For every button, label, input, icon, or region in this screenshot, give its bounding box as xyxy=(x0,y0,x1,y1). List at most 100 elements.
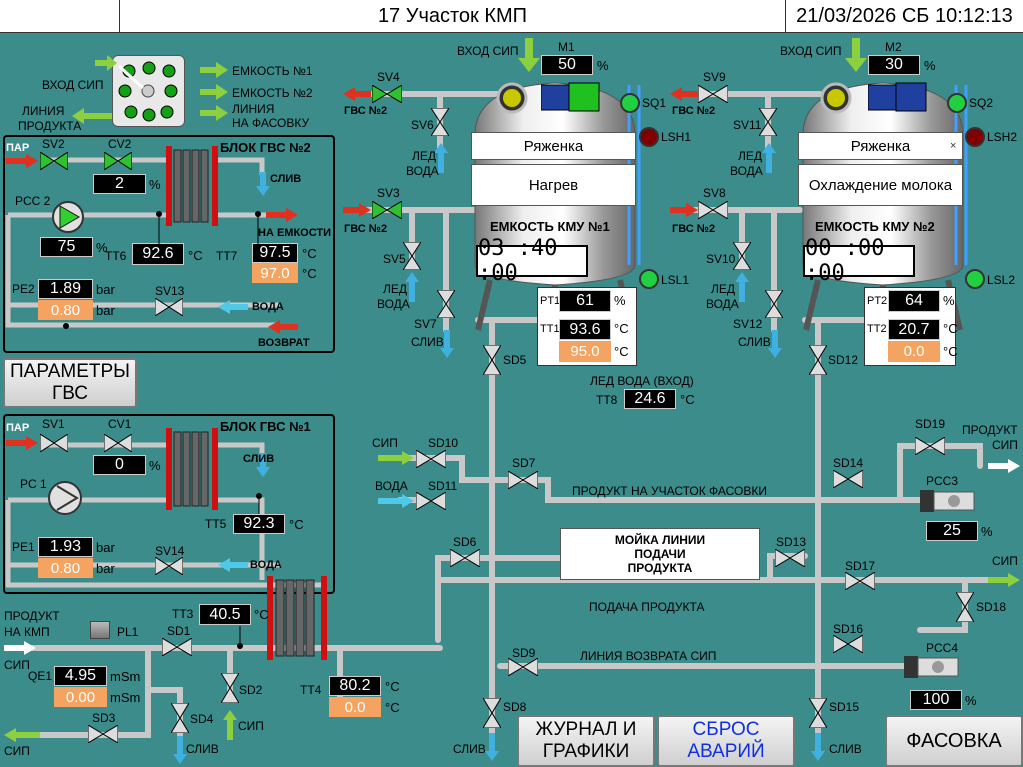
tank1-lsl-indicator xyxy=(639,269,659,289)
sd15-sliv-label: СЛИВ xyxy=(829,742,862,756)
qe1-value: 4.95 xyxy=(54,666,107,686)
tank1-gvs-mid-label: ГВС №2 xyxy=(344,223,388,235)
gvs1-pump-icon[interactable] xyxy=(47,480,83,516)
tank2-gvs-top-arrow-icon xyxy=(670,87,698,101)
sd1-valve-icon[interactable] xyxy=(162,638,192,656)
gvs1-cv-label: CV1 xyxy=(108,417,132,431)
tt4-set[interactable]: 0.0 xyxy=(329,697,381,717)
sd13-valve-icon[interactable] xyxy=(775,549,805,567)
journal-button[interactable]: ЖУРНАЛ И ГРАФИКИ xyxy=(517,715,655,767)
tank1-led2-label: ЛЕД xyxy=(383,282,408,296)
tank2-sv12-valve-icon[interactable] xyxy=(765,290,783,318)
gvs2-sv2-valve-icon[interactable] xyxy=(40,152,68,170)
gvs2-pump-value: 75 xyxy=(40,237,93,257)
sd6-valve-icon[interactable] xyxy=(450,549,480,567)
tank1-sv6-valve-icon[interactable] xyxy=(431,108,449,136)
tank2-product[interactable]: Ряженка xyxy=(798,132,963,160)
tank2-sv10-valve-icon[interactable] xyxy=(733,242,751,270)
gvs2-to-tanks-arrow-icon xyxy=(266,208,298,222)
tank2-sv11-valve-icon[interactable] xyxy=(759,108,777,136)
sd7-valve-icon[interactable] xyxy=(508,471,538,489)
route-selector[interactable] xyxy=(112,55,185,127)
sd4-valve-icon[interactable] xyxy=(171,703,189,733)
sd15-valve-icon[interactable] xyxy=(809,698,827,728)
right-product-label-b: СИП xyxy=(992,438,1018,452)
gvs2-sv13-valve-icon[interactable] xyxy=(155,298,183,316)
fasovka-button[interactable]: ФАСОВКА xyxy=(885,715,1023,767)
selector-input-label: ВХОД СИП xyxy=(42,78,104,92)
tank1-lsl-label: LSL1 xyxy=(661,273,690,287)
tank1-tt-value: 93.6 xyxy=(559,319,611,340)
tank1-pt-value: 61 xyxy=(559,290,611,312)
tank1-inlet-label: ВХОД СИП xyxy=(457,44,519,58)
gvs1-cv1-valve-icon[interactable] xyxy=(104,434,132,452)
gvs2-drain-arrow-icon xyxy=(256,172,270,196)
tank1-sd5-valve-icon[interactable] xyxy=(483,345,501,375)
sd11-valve-icon[interactable] xyxy=(416,492,446,510)
gvs2-pe-probe xyxy=(63,323,69,329)
close-icon[interactable]: × xyxy=(950,140,957,152)
line-product-feed: ПОДАЧА ПРОДУКТА xyxy=(589,600,705,614)
tank2-sv9-valve-icon[interactable] xyxy=(698,85,728,103)
sd16-label: SD16 xyxy=(833,622,864,636)
tank1-pt-unit: % xyxy=(614,293,626,308)
tank2-sv8-valve-icon[interactable] xyxy=(698,201,728,219)
wash-line-box[interactable]: МОЙКА ЛИНИИ ПОДАЧИ ПРОДУКТА xyxy=(560,528,760,580)
tank2-sq-indicator xyxy=(947,93,967,113)
sd2-sip-label: СИП xyxy=(238,719,264,733)
tank2-icewater-up-arrow-icon xyxy=(762,143,776,173)
tank2-tt-set[interactable]: 0.0 xyxy=(888,341,940,362)
sd18-valve-icon[interactable] xyxy=(956,592,974,622)
line-product-to-fill: ПРОДУКТ НА УЧАСТОК ФАСОВКИ xyxy=(572,484,768,498)
selector-in2-label-b: ПРОДУКТА xyxy=(18,119,82,133)
tank2-cip-inlet-arrow-icon xyxy=(845,38,867,72)
pcc4-pump-icon[interactable] xyxy=(904,652,962,682)
tank2-inlet-label: ВХОД СИП xyxy=(780,44,842,58)
tank1-sv3-valve-icon[interactable] xyxy=(372,201,402,219)
gvs2-pump-icon[interactable] xyxy=(51,200,85,234)
gvs1-sliv-label: СЛИВ xyxy=(243,453,275,465)
tank1-lsh-label: LSH1 xyxy=(661,130,692,144)
params-gvs-button[interactable]: ПАРАМЕТРЫ ГВС xyxy=(3,358,137,408)
gvs2-tt7-value: 97.5 xyxy=(252,243,298,263)
tank2-name: ЕМКОСТЬ КМУ №2 xyxy=(815,219,935,234)
gvs2-cv2-valve-icon[interactable] xyxy=(104,152,132,170)
sip-out-label: СИП xyxy=(4,744,30,758)
tank2-sd12-valve-icon[interactable] xyxy=(809,345,827,375)
sd17-valve-icon[interactable] xyxy=(845,572,875,590)
pcc3-pump-icon[interactable] xyxy=(920,486,978,516)
sd14-valve-icon[interactable] xyxy=(833,470,863,488)
sd10-valve-icon[interactable] xyxy=(416,450,446,468)
tank1-sv5-valve-icon[interactable] xyxy=(403,242,421,270)
gvs1-sv14-valve-icon[interactable] xyxy=(155,557,183,575)
sd19-valve-icon[interactable] xyxy=(915,437,945,455)
selector-out1-label: ЕМКОСТЬ №1 xyxy=(232,64,313,78)
gvs2-sv13-label: SV13 xyxy=(155,284,185,298)
tank2-motor-label: M2 xyxy=(885,40,902,54)
tank1-sv7-valve-icon[interactable] xyxy=(437,290,455,318)
gvs2-tt6-value: 92.6 xyxy=(132,243,184,265)
sd3-valve-icon[interactable] xyxy=(88,725,118,743)
tank1-sv4-valve-icon[interactable] xyxy=(372,85,402,103)
reset-alarms-button[interactable]: СБРОС АВАРИЙ xyxy=(657,715,795,767)
gvs1-sv14-label: SV14 xyxy=(155,544,185,558)
sd13-label: SD13 xyxy=(776,535,807,549)
gvs1-pe-set[interactable]: 0.80 xyxy=(38,558,93,578)
sd9-valve-icon[interactable] xyxy=(508,658,538,676)
sd16-valve-icon[interactable] xyxy=(833,635,863,653)
sd2-valve-icon[interactable] xyxy=(221,673,239,703)
tank1-tt-set[interactable]: 95.0 xyxy=(559,341,611,362)
product-in-label-b: НА КМП xyxy=(4,625,50,639)
sd8-valve-icon[interactable] xyxy=(483,698,501,728)
gvs1-sv1-valve-icon[interactable] xyxy=(40,434,68,452)
gvs2-tt7-set[interactable]: 97.0 xyxy=(252,263,298,283)
tank1-product[interactable]: Ряженка xyxy=(471,132,636,160)
gvs2-pe-set-unit: bar xyxy=(96,303,115,318)
sd2-sip-up-arrow-icon xyxy=(223,710,237,740)
tank2-voda-label: ВОДА xyxy=(730,164,763,178)
gvs2-voda-label: ВОДА xyxy=(252,301,284,313)
right-sip-label: СИП xyxy=(992,554,1018,568)
qe1-set[interactable]: 0.00 xyxy=(54,687,107,707)
gvs2-pe-set[interactable]: 0.80 xyxy=(38,300,93,320)
tank2-lsh-label: LSH2 xyxy=(987,130,1018,144)
